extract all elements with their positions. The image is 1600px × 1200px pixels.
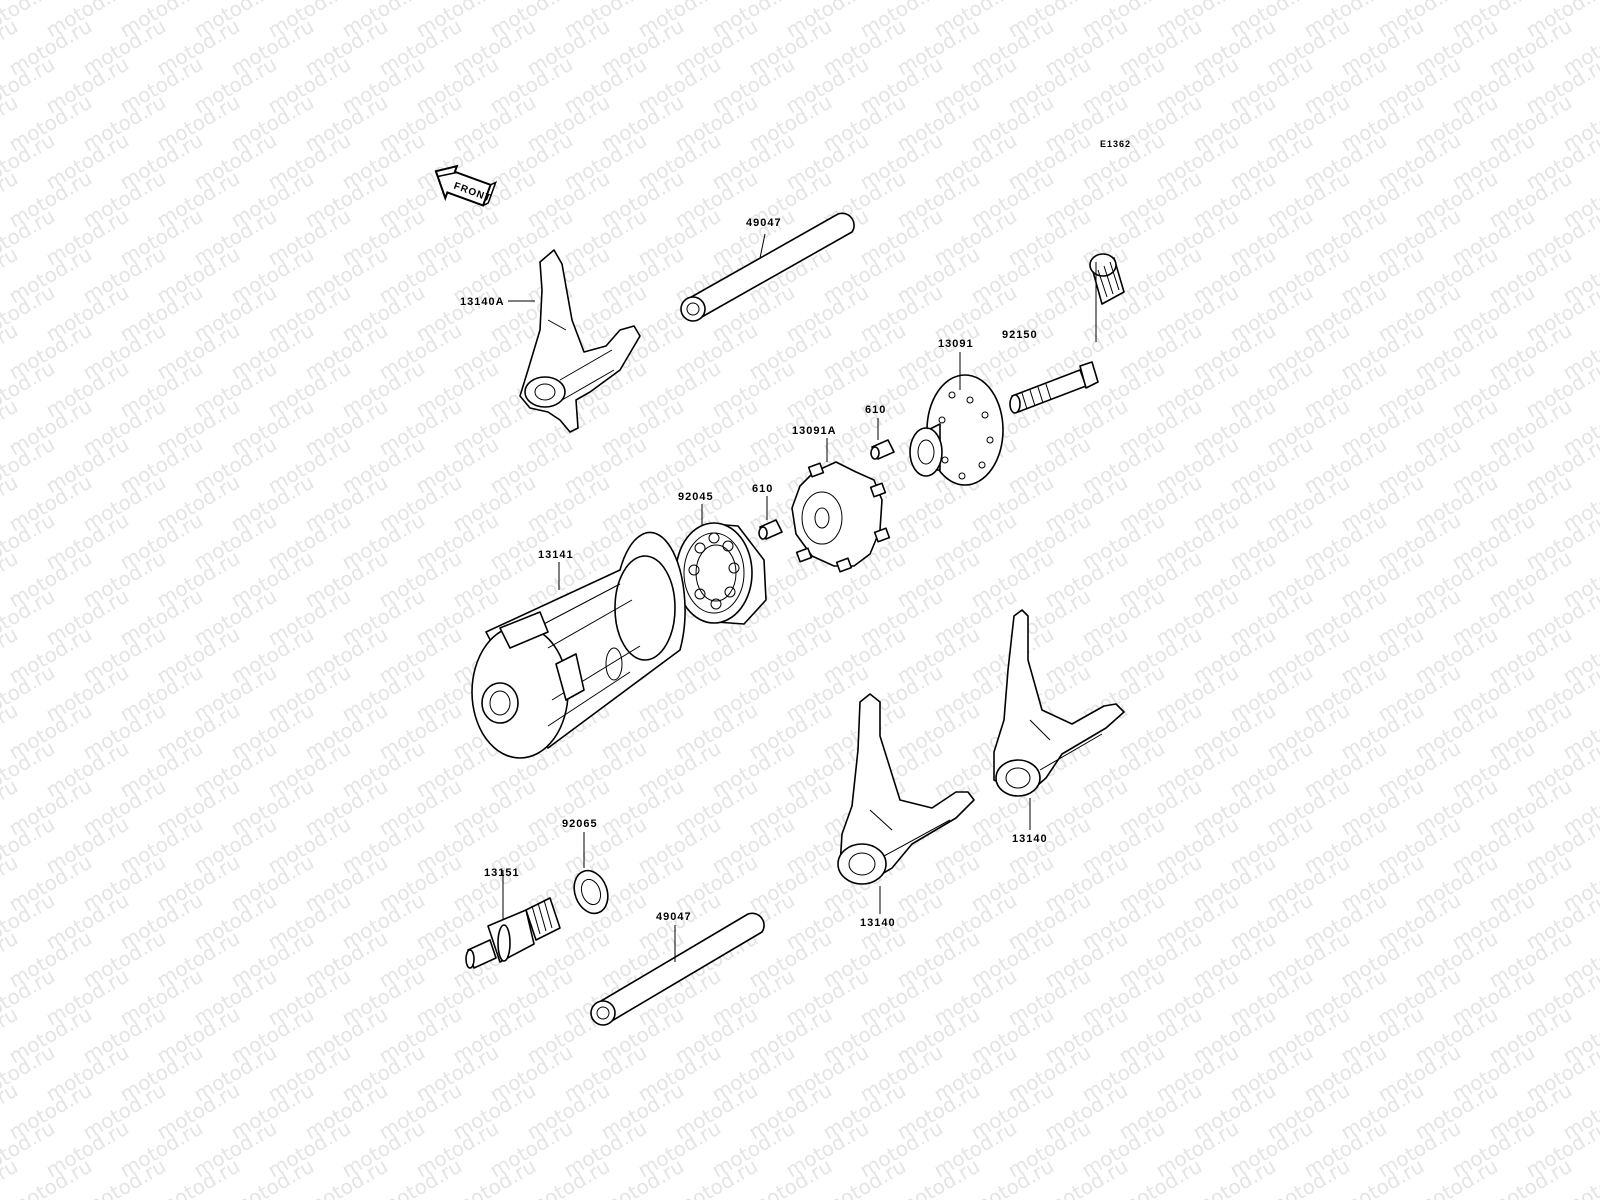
shift-drum-cam-part[interactable] (909, 374, 1004, 486)
label-pin-upper: 610 (865, 404, 886, 416)
label-shift-fork-right: 13140 (1012, 833, 1048, 845)
label-neutral-switch: 13151 (484, 867, 520, 879)
label-shift-drum: 13141 (538, 549, 574, 561)
watermark-text: motod.ru (1596, 0, 1600, 42)
label-washer: 92065 (562, 818, 598, 830)
label-shift-fork-a: 13140A (460, 296, 505, 308)
pin-upper-part[interactable] (870, 439, 895, 460)
label-shift-rod-lower: 49047 (656, 911, 692, 923)
label-shift-rod-upper: 49047 (746, 217, 782, 229)
label-shift-fork-middle: 13140 (860, 917, 896, 929)
label-bolt: 92150 (1002, 329, 1038, 341)
label-pin-lower: 610 (752, 483, 773, 495)
label-drum-pin-plate: 13091A (792, 425, 837, 437)
label-bearing: 92045 (678, 491, 714, 503)
label-shift-drum-cam: 13091 (938, 338, 974, 350)
diagram-code: E1362 (1100, 139, 1131, 149)
